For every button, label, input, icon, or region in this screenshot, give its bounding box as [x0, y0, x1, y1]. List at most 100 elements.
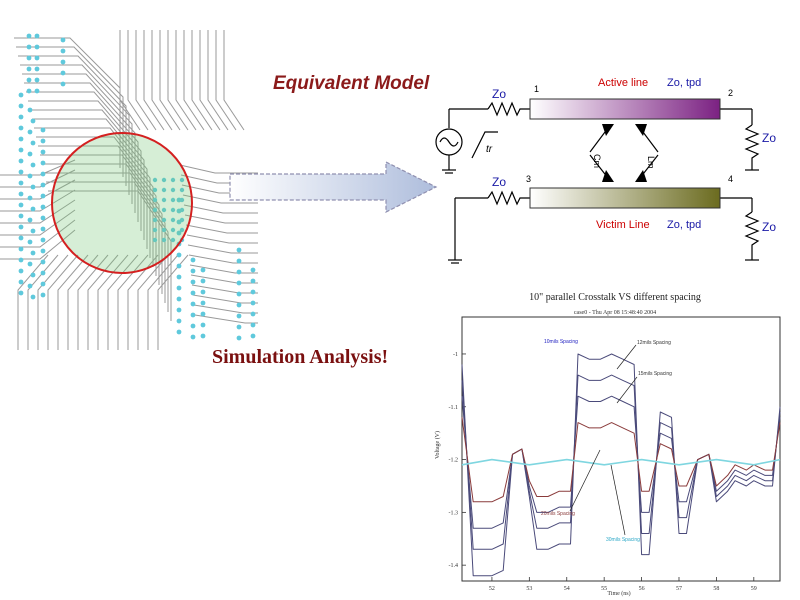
pcb-via-dot: [34, 33, 40, 39]
pcb-trace: [0, 169, 76, 188]
pcb-via-dot: [170, 187, 176, 193]
pcb-via-dot: [27, 217, 33, 223]
series-line-20mils: [461, 417, 781, 503]
pcb-via-dot: [27, 151, 33, 157]
pcb-via-dot: [161, 187, 167, 193]
pcb-via-dot: [40, 248, 46, 254]
pcb-trace: [175, 30, 197, 131]
pcb-trace: [151, 30, 173, 131]
pcb-via-dot: [236, 313, 242, 319]
pcb-via-dot: [236, 302, 242, 308]
pcb-via-dot: [26, 55, 32, 61]
pcb-trace: [107, 254, 139, 350]
pcb-via-dot: [152, 207, 158, 213]
y-tick-label: -1: [453, 352, 458, 358]
pcb-trace: [27, 254, 59, 350]
crosstalk-schematic: Zo Zo tr 1 2 3 4 Active line Zo, tpd Vic…: [435, 77, 776, 264]
chart-ylabel: Voltage (V): [434, 431, 441, 459]
pcb-via-dot: [236, 324, 242, 330]
pcb-via-dot: [40, 204, 46, 210]
pcb-via-dot: [18, 180, 24, 186]
pcb-trace: [194, 314, 258, 324]
pcb-via-dot: [30, 184, 36, 190]
chart-subtitle: case0 - Thu Apr 08 15:48:40 2004: [574, 310, 656, 316]
load-resistor-top: [744, 124, 760, 170]
plot-frame: [461, 316, 781, 582]
pcb-trace: [143, 30, 165, 131]
pcb-via-dot: [152, 227, 158, 233]
pcb-via-dot: [250, 311, 256, 317]
source-resistor-top-label: Zo: [492, 87, 506, 101]
pcb-via-dot: [179, 207, 185, 213]
zoom-highlight-circle: [51, 132, 193, 274]
pcb-via-dot: [250, 289, 256, 295]
pcb-via-dot: [200, 311, 206, 317]
pcb-via-dot: [176, 318, 182, 324]
pcb-via-dot: [161, 237, 167, 243]
pcb-via-dot: [152, 177, 158, 183]
pcb-via-dot: [40, 182, 46, 188]
pcb-via-dot: [30, 118, 36, 124]
pcb-trace: [191, 30, 213, 131]
pcb-via-dot: [40, 292, 46, 298]
pcb-trace: [0, 179, 76, 200]
pcb-via-dot: [30, 272, 36, 278]
pcb-trace: [186, 234, 258, 244]
pcb-via-dot: [250, 300, 256, 306]
pcb-trace: [0, 219, 76, 248]
pcb-via-dot: [152, 217, 158, 223]
victim-line-label: Victim Line: [596, 219, 650, 231]
pcb-via-dot: [170, 237, 176, 243]
pcb-layout-illustration: [0, 30, 258, 350]
pcb-trace: [0, 199, 76, 224]
pcb-via-dot: [40, 138, 46, 144]
pcb-via-dot: [200, 322, 206, 328]
pcb-via-dot: [200, 333, 206, 339]
x-tick-label: 56: [639, 586, 645, 592]
pcb-via-dot: [18, 246, 24, 252]
pcb-trace: [57, 254, 89, 350]
lm-arrowhead-bottom: [635, 170, 647, 182]
active-line-label: Active line: [598, 77, 648, 89]
lm-arrowhead-top: [635, 124, 647, 136]
pcb-via-dot: [40, 281, 46, 287]
pcb-via-dot: [190, 279, 196, 285]
pcb-via-dot: [18, 103, 24, 109]
pcb-trace: [215, 30, 237, 131]
pcb-via-dot: [250, 267, 256, 273]
pcb-via-dot: [176, 252, 182, 258]
pcb-via-dot: [152, 197, 158, 203]
pcb-via-dot: [40, 237, 46, 243]
pcb-trace: [18, 55, 127, 186]
pcb-via-dot: [27, 283, 33, 289]
pcb-trace: [16, 46, 124, 177]
source-resistor-bottom-label: Zo: [492, 175, 506, 189]
pcb-via-dot: [40, 193, 46, 199]
pcb-via-dot: [170, 227, 176, 233]
pcb-via-dot: [40, 215, 46, 221]
pcb-trace: [48, 190, 172, 321]
series-line-30mils: [461, 458, 781, 466]
pcb-via-dot: [176, 296, 182, 302]
pcb-via-dot: [30, 206, 36, 212]
pcb-trace: [167, 30, 189, 131]
pcb-via-dot: [60, 70, 66, 76]
pcb-via-dot: [179, 187, 185, 193]
active-line-bar: [529, 98, 721, 120]
pointer-30mils: [610, 464, 626, 536]
x-tick-label: 59: [751, 586, 757, 592]
pcb-via-dot: [236, 247, 242, 253]
pcb-via-dot: [152, 187, 158, 193]
pcb-trace: [67, 254, 99, 350]
x-tick-label: 52: [489, 586, 495, 592]
pcb-via-dot: [170, 217, 176, 223]
pcb-via-dot: [18, 147, 24, 153]
pcb-trace: [117, 254, 149, 350]
annotation-30mils: 30mils Spacing: [606, 537, 640, 543]
pcb-via-dot: [26, 44, 32, 50]
pcb-via-dot: [30, 250, 36, 256]
pcb-via-dot: [161, 177, 167, 183]
pcb-via-dot: [18, 235, 24, 241]
y-tick-label: -1.4: [449, 563, 459, 569]
